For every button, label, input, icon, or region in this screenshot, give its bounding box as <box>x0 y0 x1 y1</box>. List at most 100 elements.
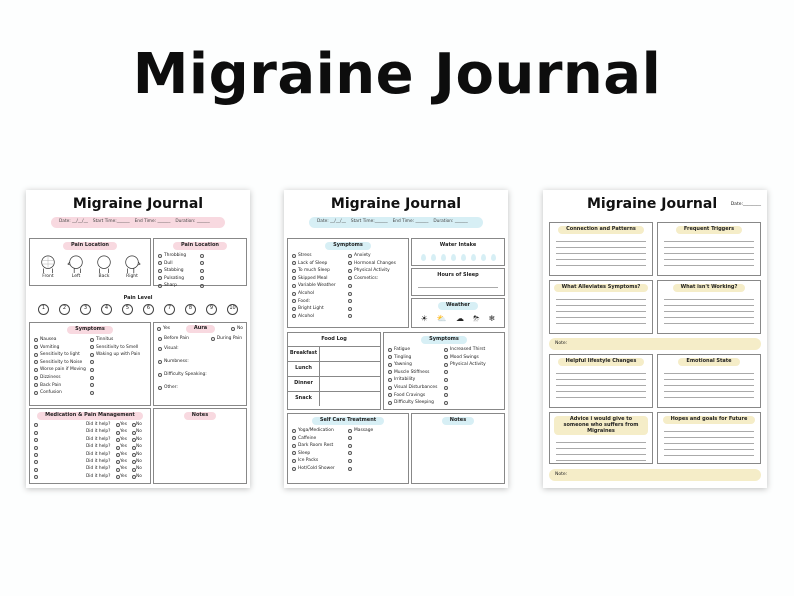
water-drop-icon[interactable] <box>450 253 456 261</box>
trigger-option[interactable]: Hormonal Changes <box>348 259 404 267</box>
symptom-option[interactable] <box>90 359 146 367</box>
self-care-option[interactable]: Ice Packs <box>292 457 348 465</box>
trigger-option[interactable]: Stress <box>292 252 348 260</box>
pain-level-option[interactable]: 3 <box>80 303 91 315</box>
water-drop-icon[interactable] <box>460 253 466 261</box>
symptom-option[interactable]: Vomiting <box>34 343 90 351</box>
self-care-option[interactable]: Hot/Cold Shower <box>292 465 348 473</box>
symptom-option[interactable]: Mood Swings <box>444 353 500 361</box>
water-drop-icon[interactable] <box>420 253 426 261</box>
symptom-option[interactable]: Back Pain <box>34 381 90 389</box>
self-care-option[interactable]: Dark Room Rest <box>292 442 348 450</box>
pain-level-option[interactable]: 4 <box>101 303 112 315</box>
pain-type-option[interactable]: Pulsating <box>158 275 200 283</box>
option[interactable]: Visual: <box>158 342 242 355</box>
note-bar[interactable]: Note: <box>549 338 761 350</box>
trigger-option[interactable]: Bright Light <box>292 305 348 313</box>
symptom-option[interactable]: Muscle Stiffness <box>388 369 444 377</box>
option[interactable]: Other: <box>158 381 242 394</box>
self-care-option[interactable] <box>348 457 404 465</box>
symptom-option[interactable]: Sensitivity to Noise <box>34 359 90 367</box>
symptom-option[interactable] <box>444 369 500 377</box>
date-field[interactable]: Date:________ <box>730 202 761 207</box>
symptom-option[interactable]: Tinnitus <box>90 336 146 344</box>
checkbox-option[interactable] <box>200 282 242 290</box>
trigger-option[interactable]: Cosmetics: <box>348 275 404 283</box>
pain-type-option[interactable]: Throbbing <box>158 252 200 260</box>
pain-type-option[interactable]: Sharp <box>158 282 200 290</box>
start-time-field[interactable]: Start Time:______ <box>92 219 130 225</box>
trigger-option[interactable] <box>348 305 404 313</box>
trigger-option[interactable]: Anxiety <box>348 252 404 260</box>
trigger-option[interactable] <box>348 297 404 305</box>
meal-row[interactable]: Snack <box>288 390 380 406</box>
symptom-option[interactable] <box>444 384 500 392</box>
option[interactable]: Before Pain <box>158 335 189 343</box>
symptom-option[interactable]: Sensitivity to light <box>34 351 90 359</box>
self-care-option[interactable]: Sleep <box>292 450 348 458</box>
option[interactable]: During Pain <box>210 335 242 343</box>
start-time-field[interactable]: Start Time:______ <box>350 219 388 225</box>
aura-no[interactable]: No <box>231 325 243 333</box>
aura-yes[interactable]: Yes <box>157 325 170 333</box>
duration-field[interactable]: Duration: ______ <box>175 219 210 225</box>
symptom-option[interactable]: Increased Thirst <box>444 346 500 354</box>
end-time-field[interactable]: End Time: ______ <box>134 219 171 225</box>
symptom-option[interactable] <box>90 374 146 382</box>
symptom-option[interactable]: Fatigue <box>388 346 444 354</box>
symptom-option[interactable]: Confusion <box>34 389 90 397</box>
symptom-option[interactable] <box>90 381 146 389</box>
pain-level-option[interactable]: 7 <box>164 303 175 315</box>
checkbox-option[interactable] <box>200 259 242 267</box>
water-drop-icon[interactable] <box>430 253 436 261</box>
meal-row[interactable]: Dinner <box>288 375 380 391</box>
meal-row[interactable]: Breakfast <box>288 345 380 361</box>
trigger-option[interactable]: Alcohol <box>292 313 348 321</box>
symptom-option[interactable] <box>444 391 500 399</box>
checkbox-option[interactable] <box>200 252 242 260</box>
pain-level-option[interactable]: 6 <box>143 303 154 315</box>
symptom-option[interactable]: Yawning <box>388 361 444 369</box>
duration-field[interactable]: Duration: ______ <box>433 219 468 225</box>
symptom-option[interactable] <box>90 366 146 374</box>
weather-icon[interactable]: ⛈ <box>473 313 480 323</box>
head-front[interactable]: Front <box>39 254 57 279</box>
weather-icon[interactable]: ⛅ <box>436 313 447 323</box>
symptom-option[interactable]: Nausea <box>34 336 90 344</box>
meal-row[interactable]: Lunch <box>288 360 380 376</box>
self-care-option[interactable]: Yoga/Medication <box>292 427 348 435</box>
self-care-option[interactable] <box>348 434 404 442</box>
water-drop-icon[interactable] <box>480 253 486 261</box>
trigger-option[interactable]: Physical Activity <box>348 267 404 275</box>
symptom-option[interactable]: Tingling <box>388 353 444 361</box>
head-right[interactable]: Right <box>123 254 141 279</box>
symptom-option[interactable]: Sensitivity to Smell <box>90 343 146 351</box>
pain-level-option[interactable]: 9 <box>206 303 217 315</box>
symptom-option[interactable]: Dizziness <box>34 374 90 382</box>
trigger-option[interactable]: Food: <box>292 297 348 305</box>
pain-type-option[interactable]: Stabbing <box>158 267 200 275</box>
trigger-option[interactable]: Lack of Sleep <box>292 259 348 267</box>
self-care-option[interactable] <box>348 465 404 473</box>
pain-level-option[interactable]: 10 <box>227 303 238 315</box>
pain-type-option[interactable]: Dull <box>158 259 200 267</box>
symptom-option[interactable]: Irritability <box>388 376 444 384</box>
weather-icon[interactable]: ❄ <box>488 313 496 323</box>
weather-icon[interactable]: ☀ <box>420 313 428 323</box>
self-care-option[interactable]: Caffeine <box>292 434 348 442</box>
symptom-option[interactable]: Physical Activity <box>444 361 500 369</box>
trigger-option[interactable] <box>348 282 404 290</box>
pain-level-option[interactable]: 8 <box>185 303 196 315</box>
symptom-option[interactable]: Visual Disturbances <box>388 384 444 392</box>
self-care-option[interactable] <box>348 450 404 458</box>
trigger-option[interactable]: Alcohol <box>292 290 348 298</box>
weather-icon[interactable]: ☁ <box>455 313 464 323</box>
checkbox-option[interactable] <box>200 275 242 283</box>
trigger-option[interactable]: To much Sleep <box>292 267 348 275</box>
